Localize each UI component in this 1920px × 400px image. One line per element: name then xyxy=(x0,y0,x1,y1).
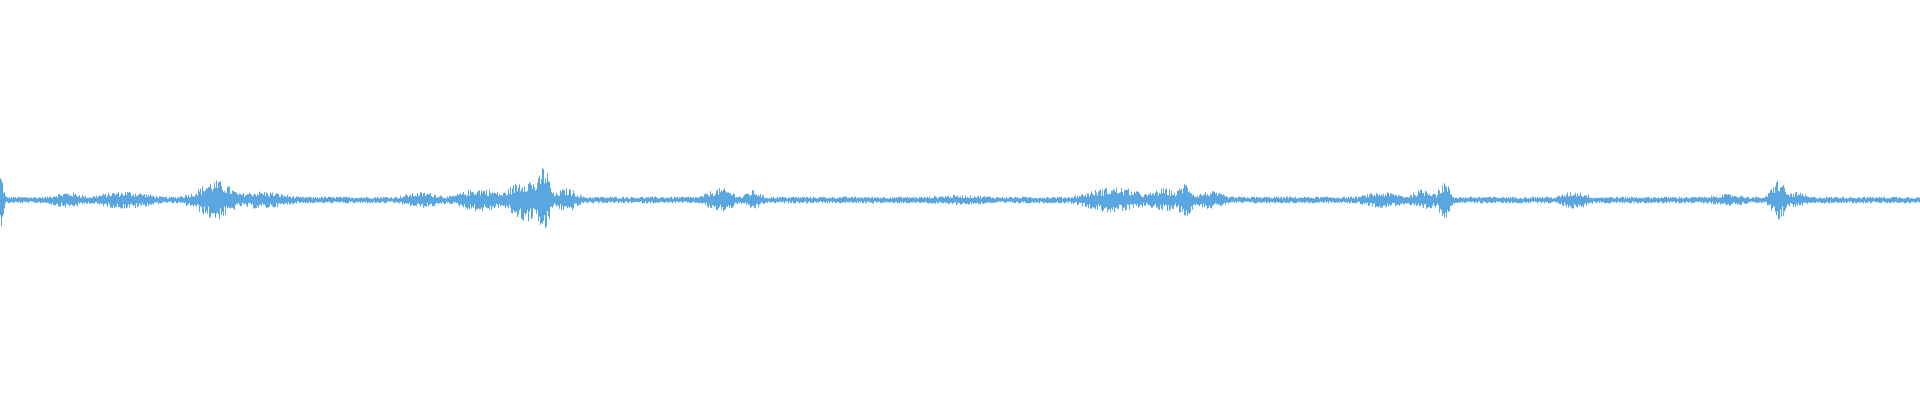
waveform-path xyxy=(0,167,1920,229)
waveform-trace xyxy=(0,167,1920,229)
